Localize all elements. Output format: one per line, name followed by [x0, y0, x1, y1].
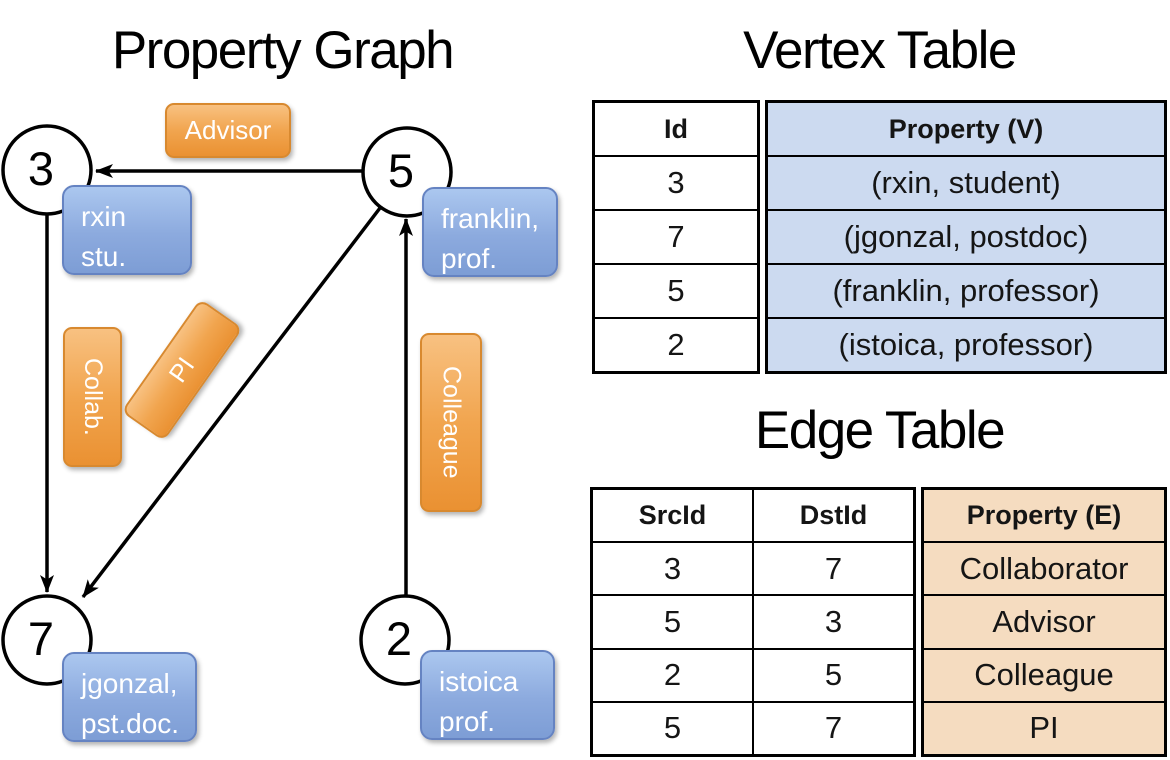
edge-src-cell: 5	[663, 604, 682, 639]
edge-src-cell: 5	[663, 710, 682, 746]
edge-dst-cell: 7	[752, 543, 913, 595]
edge-property-cell: Colleague	[924, 647, 1164, 701]
edge-table-id-columns: SrcId DstId 3 7 5 3 2 5 5 7	[590, 487, 916, 757]
edge-table-property-column: Property (E) Collaborator Advisor Collea…	[921, 487, 1167, 757]
edge-dst-cell: 5	[752, 649, 913, 701]
edge-src-cell: 3	[663, 550, 682, 586]
edge-label-advisor: Advisor	[165, 103, 291, 158]
node-id-7: 7	[27, 612, 55, 665]
vertex-property-cell: (jgonzal, postdoc)	[768, 209, 1164, 263]
edge-property-cell: Collaborator	[924, 541, 1164, 595]
edge-dst-cell: 7	[752, 702, 913, 755]
edge-table-header-property: Property (E)	[924, 490, 1164, 542]
vertex-table-title: Vertex Table	[743, 21, 1017, 80]
property-graph-title: Property Graph	[111, 21, 455, 80]
vertex-table-id-column: Id 3 7 5 2	[592, 100, 760, 374]
edge-table-header-dstid: DstId	[752, 490, 913, 542]
vertex-property-cell: (franklin, professor)	[768, 263, 1164, 317]
node-property-box-3: rxin stu.	[62, 185, 192, 275]
edge-property-cell: PI	[924, 700, 1164, 755]
node-property-line: jgonzal,	[81, 668, 178, 699]
node-id-2: 2	[385, 612, 413, 665]
vertex-id-cell: 7	[595, 209, 757, 263]
vertex-property-cell: (rxin, student)	[768, 155, 1164, 209]
node-property-box-2: istoica prof.	[420, 650, 555, 740]
edge-property-cell: Advisor	[924, 594, 1164, 648]
node-property-line: stu.	[81, 240, 127, 272]
vertex-id-cell: 5	[595, 263, 757, 317]
node-id-5: 5	[387, 144, 415, 197]
edge-dst-cell: 3	[752, 596, 913, 648]
vertex-id-cell: 2	[595, 317, 757, 371]
node-id-3: 3	[27, 142, 55, 195]
vertex-table-header-property: Property (V)	[768, 103, 1164, 155]
edge-label-colleague: Colleague	[420, 333, 482, 512]
node-property-line: rxin	[81, 201, 127, 232]
edge-label-collab: Collab.	[63, 327, 122, 467]
node-property-line: franklin,	[441, 203, 540, 234]
node-property-box-5: franklin, prof.	[422, 187, 558, 277]
edge-src-cell: 2	[663, 657, 682, 693]
node-property-line: prof.	[441, 242, 498, 274]
vertex-table-property-column: Property (V) (rxin, student) (jgonzal, p…	[765, 100, 1167, 374]
vertex-id-cell: 3	[595, 155, 757, 209]
node-property-line: istoica	[439, 666, 519, 697]
node-property-box-7: jgonzal, pst.doc.	[62, 652, 197, 742]
edge-table-header-srcid: SrcId	[638, 500, 707, 531]
vertex-table-header-id: Id	[664, 113, 688, 144]
edge-pi-5-to-7	[81, 206, 382, 599]
vertex-property-cell: (istoica, professor)	[768, 317, 1164, 371]
node-property-line: prof.	[439, 705, 496, 737]
edge-table-title: Edge Table	[754, 401, 1006, 460]
node-property-line: pst.doc.	[81, 707, 180, 739]
